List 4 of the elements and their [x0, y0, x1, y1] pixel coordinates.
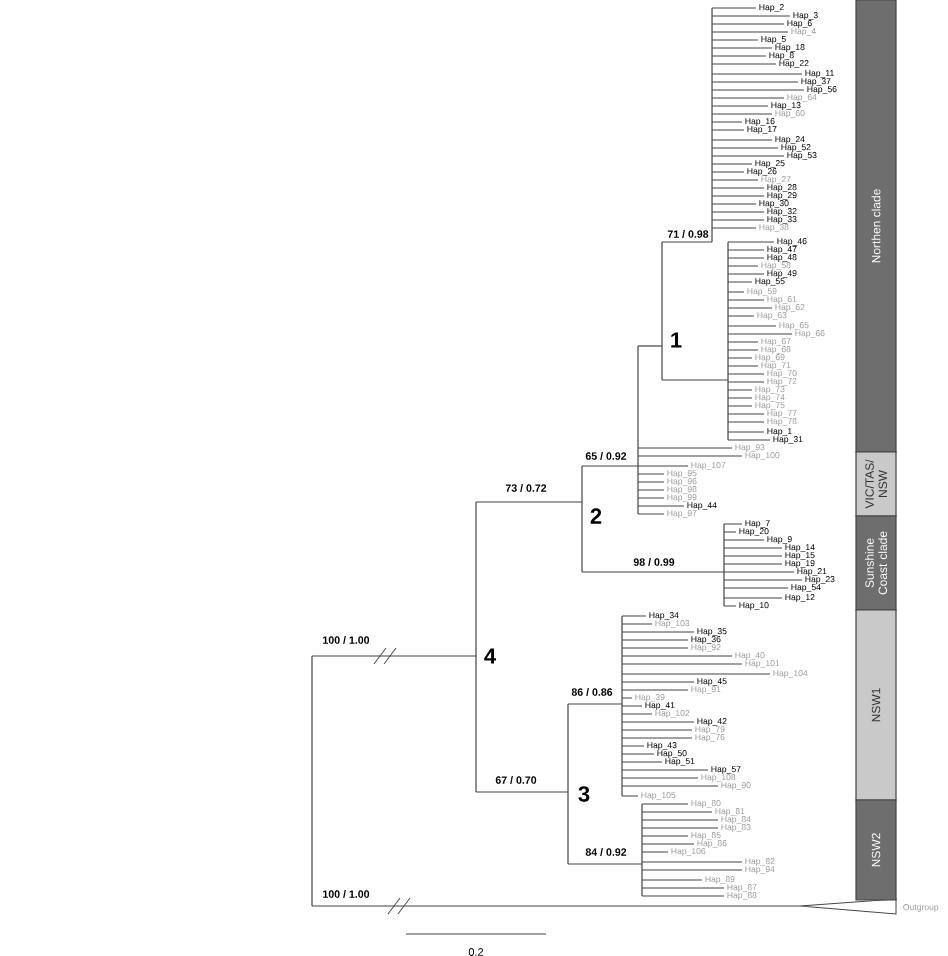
clade-number: 3: [578, 786, 590, 802]
clade-number: 4: [484, 648, 496, 664]
clade-number: 1: [671, 332, 682, 348]
clade-number: 2: [590, 508, 602, 524]
